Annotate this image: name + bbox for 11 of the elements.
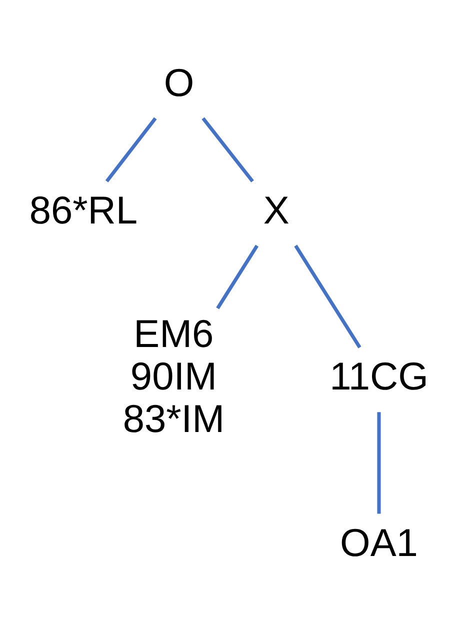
node-text: 86*RL [29,188,138,232]
connector [202,116,254,182]
node-text: EM6 90IM 83*IM [122,312,225,441]
connector [105,116,157,182]
connector [294,244,362,348]
node-text: X [263,188,290,232]
connector [216,244,259,309]
node-text: O [164,61,194,104]
node-text: 11CG [330,355,428,398]
node-text: OA1 [340,521,418,564]
connector [377,412,381,514]
